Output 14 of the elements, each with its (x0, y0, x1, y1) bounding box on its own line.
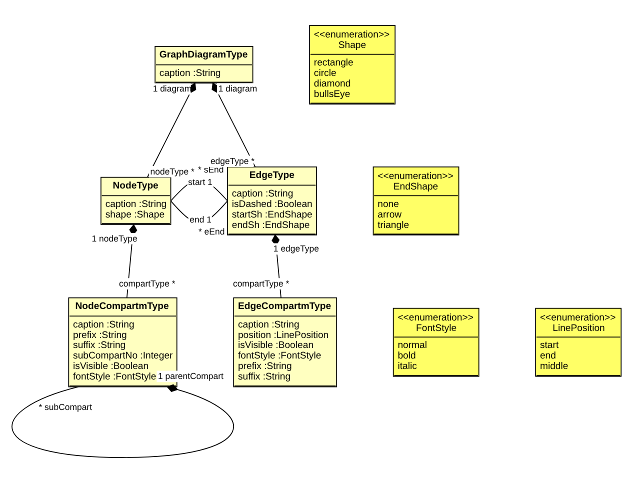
label: 1 parentCompart (158, 370, 224, 381)
label: start 1 (188, 176, 212, 187)
label: * eEnd (198, 226, 225, 236)
label: edgeType * (210, 155, 255, 166)
connector (12, 384, 234, 458)
label: end 1 (190, 214, 212, 224)
label: 1 diagram (218, 82, 258, 93)
label: 1 edgeType (273, 243, 320, 254)
label: compartType * (232, 278, 290, 288)
label: 1 diagram (152, 83, 192, 94)
label: 1 nodeType (92, 232, 138, 243)
label: * subCompart (38, 401, 92, 412)
label: nodeType * (150, 166, 194, 176)
label: compartType * (119, 278, 176, 288)
